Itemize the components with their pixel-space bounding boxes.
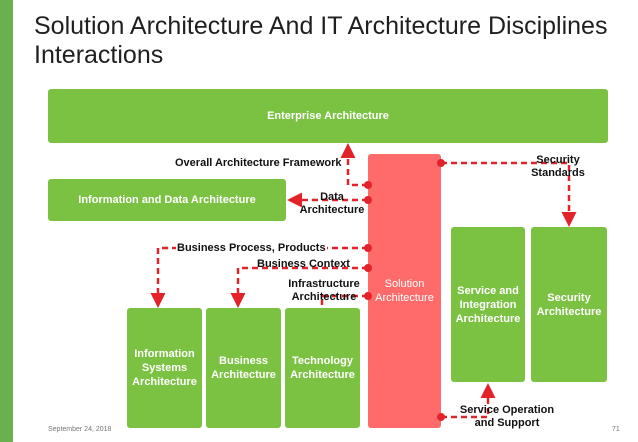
infrastructure-label: Infrastructure Architecture <box>288 278 360 303</box>
service-operation-label: Service Operation and Support <box>459 404 555 429</box>
security-architecture-box: Security Architecture <box>531 227 607 382</box>
infrastructure-connector <box>320 294 368 305</box>
business-process-label: Business Process, Products <box>176 242 327 255</box>
overall-framework-label: Overall Architecture Framework <box>175 157 342 169</box>
service-operation-connector <box>441 383 496 419</box>
accent-bar <box>0 0 13 442</box>
slide-title: Solution Architecture And IT Architectur… <box>34 12 608 69</box>
solution-architecture-box: Solution Architecture <box>368 154 441 428</box>
security-standards-label: Security Standards <box>531 154 585 179</box>
information-systems-architecture-box: Information Systems Architecture <box>127 308 202 428</box>
business-context-label: Business Context <box>257 258 350 270</box>
overall-framework-connector <box>340 143 368 187</box>
security-standards-connector <box>441 161 577 227</box>
technology-architecture-box: Technology Architecture <box>285 308 360 428</box>
information-data-architecture-box: Information and Data Architecture <box>48 179 286 221</box>
footer-date: September 24, 2018 <box>48 426 112 433</box>
data-architecture-label: Data Architecture <box>299 191 365 216</box>
service-integration-architecture-box: Service and Integration Architecture <box>451 227 525 382</box>
enterprise-architecture-box: Enterprise Architecture <box>48 89 608 143</box>
business-architecture-box: Business Architecture <box>206 308 281 428</box>
business-context-connector <box>230 266 368 308</box>
page-number: 71 <box>612 426 620 433</box>
